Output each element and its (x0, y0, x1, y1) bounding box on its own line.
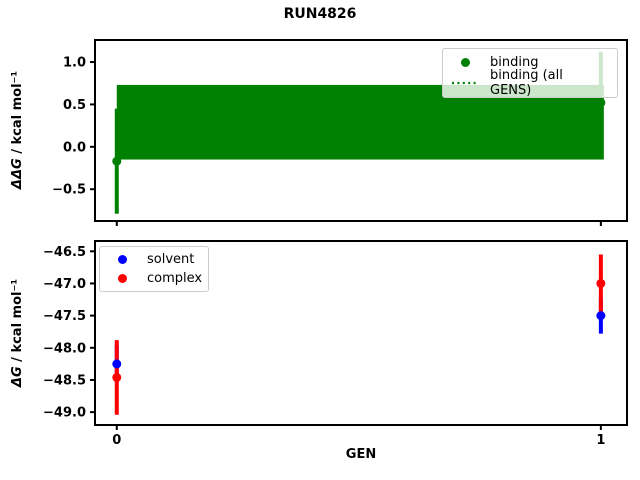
binding-point (596, 98, 606, 108)
y-tick-label: −46.5 (43, 245, 86, 260)
y-tick-label: 1.0 (63, 56, 86, 71)
y-tick-label: −47.0 (43, 277, 86, 292)
legend-label: binding (490, 55, 539, 70)
legend-label: complex (147, 270, 203, 286)
y-tick-label: 0.5 (63, 98, 86, 113)
legend-free-energy: solvent complex (99, 246, 209, 292)
x-tick-label: 0 (112, 433, 121, 448)
legend-binding: binding binding (all GENS) (442, 48, 618, 98)
axes-frame (94, 39, 628, 222)
complex-point (112, 372, 122, 382)
solvent-dot-icon (109, 255, 135, 265)
y-tick-label: −49.0 (43, 406, 86, 421)
legend-entry-solvent: solvent (109, 251, 199, 269)
top-y-axis-label-symbol: ΔΔG (10, 158, 25, 190)
y-tick-label: −48.0 (43, 341, 86, 356)
bottom-y-axis-label-symbol: ΔG (10, 366, 25, 388)
x-axis-label: GEN (345, 447, 377, 462)
complex-dot-icon (109, 273, 135, 283)
y-tick-label: −47.5 (43, 309, 86, 324)
dotted-line-icon (452, 81, 478, 85)
binding-point (112, 156, 122, 166)
y-tick-label: −0.5 (52, 183, 86, 198)
solvent-point (596, 311, 606, 321)
legend-entry-binding: binding (452, 53, 608, 72)
top-y-axis-label: ΔΔG / kcal mol⁻¹ (10, 20, 28, 240)
legend-entry-binding-all-gens: binding (all GENS) (452, 68, 608, 98)
figure-title: RUN4826 (283, 6, 357, 22)
bottom-y-axis-label-units: / kcal mol⁻¹ (10, 278, 25, 367)
top-y-axis-label-units: / kcal mol⁻¹ (10, 70, 25, 159)
solvent-point (112, 359, 122, 369)
legend-entry-complex: complex (109, 270, 203, 288)
legend-label: binding (all GENS) (490, 68, 563, 98)
binding-dot-icon (452, 58, 478, 67)
y-tick-label: 0.0 (63, 140, 86, 155)
legend-label: solvent (147, 252, 195, 268)
axes-frame (94, 240, 628, 426)
complex-point (596, 278, 606, 288)
x-tick-label: 1 (596, 433, 605, 448)
bottom-y-axis-label: ΔG / kcal mol⁻¹ (10, 223, 28, 443)
y-tick-label: −48.5 (43, 373, 86, 388)
